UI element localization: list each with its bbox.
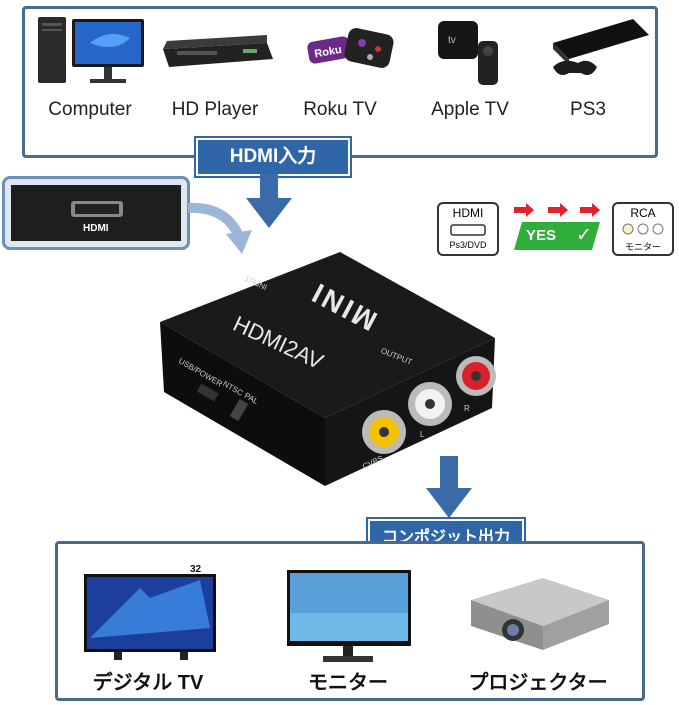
source-ps3: PS3 bbox=[523, 13, 649, 153]
source-label-computer: Computer bbox=[48, 99, 132, 120]
projector-icon bbox=[471, 578, 609, 650]
source-hd-player: HD Player bbox=[155, 13, 275, 153]
ntsc-pal-switch bbox=[229, 398, 249, 422]
down-arrow-icon bbox=[246, 174, 292, 228]
red-arrows-icon bbox=[514, 203, 600, 217]
hdmi-port-icon bbox=[11, 185, 181, 241]
hdmi-port-closeup: HDMI bbox=[2, 176, 190, 250]
output-label-digital-tv: デジタル TV bbox=[92, 672, 204, 694]
legend-rca-sub: モニター bbox=[624, 242, 661, 252]
source-label-apple-tv: Apple TV bbox=[431, 99, 509, 120]
legend-hdmi-box: HDMI Ps3/DVD bbox=[437, 202, 499, 256]
rca-yellow-jack bbox=[362, 410, 406, 454]
digital-tv-icon bbox=[84, 574, 216, 660]
legend-rca-box: RCA モニター bbox=[612, 202, 674, 256]
usb-port-icon bbox=[196, 383, 219, 402]
source-devices-panel: Computer HD Player Roku Roku TV tv bbox=[22, 6, 658, 158]
computer-icon bbox=[38, 17, 144, 83]
tv-size-badge: 32 bbox=[190, 564, 202, 575]
ps3-console-icon bbox=[553, 19, 649, 75]
legend-rca-title: RCA bbox=[630, 206, 656, 220]
device-l-label: L bbox=[420, 430, 425, 439]
dvd-player-icon bbox=[163, 35, 273, 67]
source-label-roku: Roku TV bbox=[303, 99, 377, 120]
apple-tv-icon: tv bbox=[438, 21, 498, 85]
output-devices-panel: 32 デジタル TV モニター プロジェクター bbox=[55, 541, 645, 701]
hdmi-port-label: HDMI bbox=[83, 223, 109, 234]
rca-white-jack bbox=[408, 382, 452, 426]
hdmi2av-converter bbox=[160, 252, 496, 486]
legend-hdmi-title: HDMI bbox=[452, 206, 484, 220]
rca-red-jack bbox=[456, 356, 496, 396]
source-apple-tv: tv Apple TV bbox=[410, 13, 530, 153]
yes-arrow-icon bbox=[514, 222, 600, 250]
source-label-hd-player: HD Player bbox=[171, 99, 259, 120]
hdmi-plug-icon bbox=[450, 224, 486, 236]
device-r-label: R bbox=[464, 404, 470, 413]
check-mark: ✓ bbox=[576, 225, 592, 246]
roku-stick-icon: Roku bbox=[307, 28, 394, 68]
hdmi-input-banner: HDMI入力 bbox=[196, 138, 350, 176]
legend-hdmi-sub: Ps3/DVD bbox=[449, 240, 487, 250]
source-label-ps3: PS3 bbox=[570, 99, 606, 120]
output-label-projector: プロジェクター bbox=[468, 672, 608, 694]
output-label-monitor: モニター bbox=[308, 672, 388, 694]
down-arrow-icon bbox=[426, 456, 472, 518]
yes-badge: YES ✓ bbox=[514, 222, 600, 250]
svg-text:tv: tv bbox=[448, 35, 456, 46]
source-computer: Computer bbox=[30, 13, 150, 153]
monitor-icon bbox=[287, 570, 411, 662]
svg-text:Roku: Roku bbox=[314, 44, 343, 61]
rca-jacks-icon bbox=[622, 223, 664, 235]
yes-label: YES bbox=[526, 227, 557, 244]
source-roku: Roku Roku TV bbox=[280, 13, 400, 153]
curved-arrow-icon bbox=[188, 202, 252, 254]
